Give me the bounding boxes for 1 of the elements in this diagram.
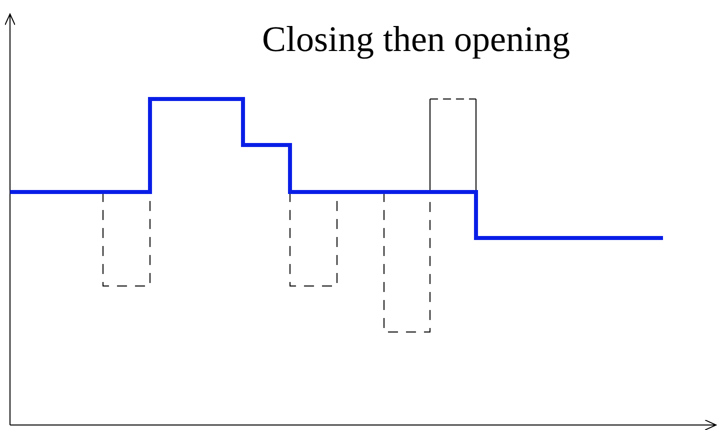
title: Closing then opening bbox=[262, 18, 570, 60]
